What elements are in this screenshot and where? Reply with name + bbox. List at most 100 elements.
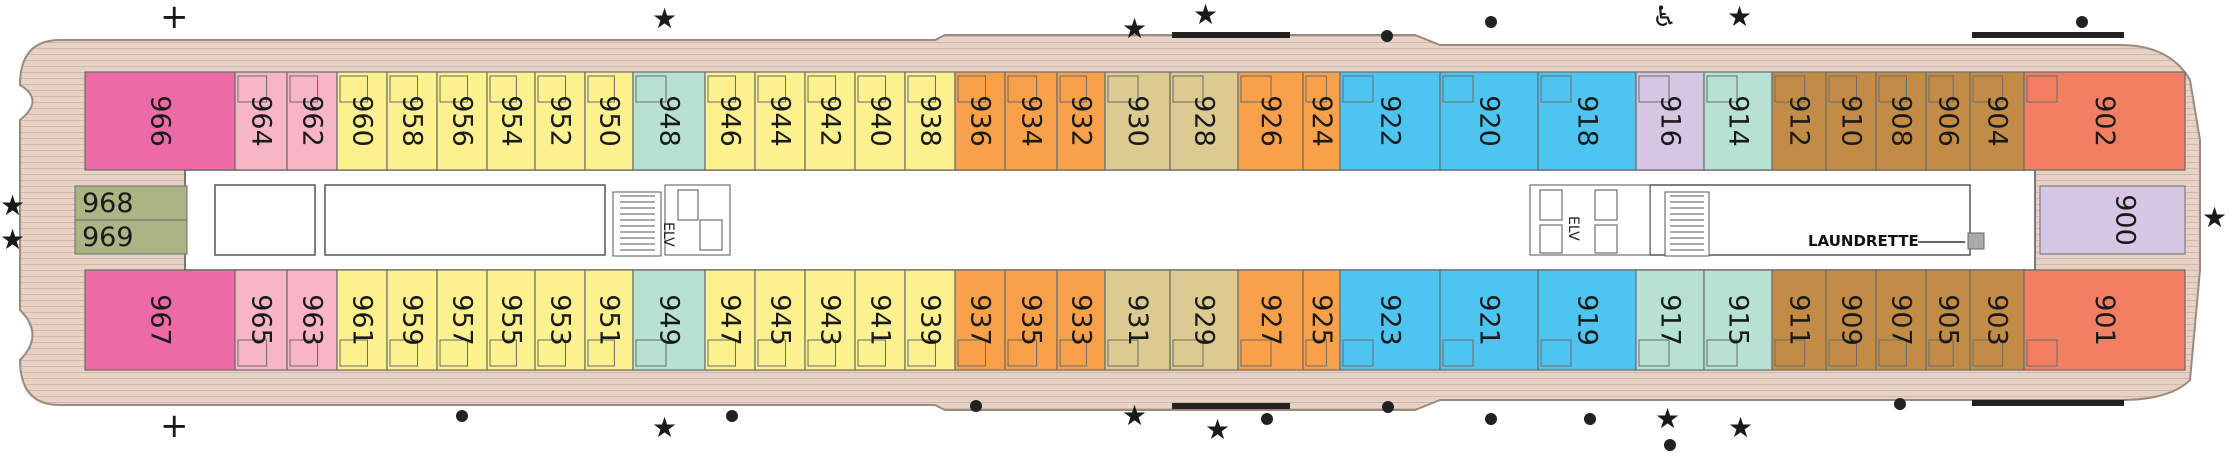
- cabin-944[interactable]: 944: [754, 71, 806, 171]
- cabin-928[interactable]: 928: [1169, 71, 1239, 171]
- plus-icon: +: [160, 0, 189, 37]
- cabin-925[interactable]: 925: [1302, 269, 1341, 371]
- cabin-957[interactable]: 957: [436, 269, 488, 371]
- cabin-927[interactable]: 927: [1237, 269, 1304, 371]
- dot-icon: [2076, 16, 2088, 28]
- cabin-916[interactable]: 916: [1635, 71, 1705, 171]
- cabin-923[interactable]: 923: [1339, 269, 1441, 371]
- cabin-908[interactable]: 908: [1875, 71, 1927, 171]
- cabin-935[interactable]: 935: [1004, 269, 1058, 371]
- cabin-911[interactable]: 911: [1771, 269, 1827, 371]
- cabin-965[interactable]: 965: [234, 269, 288, 371]
- cabin-951[interactable]: 951: [584, 269, 634, 371]
- cabin-924[interactable]: 924: [1302, 71, 1341, 171]
- cabin-number: 958: [397, 95, 428, 147]
- cabin-955[interactable]: 955: [486, 269, 536, 371]
- cabin-949[interactable]: 949: [632, 269, 706, 371]
- cabin-946[interactable]: 946: [704, 71, 756, 171]
- cabin-953[interactable]: 953: [534, 269, 586, 371]
- cabin-number: 939: [915, 294, 946, 346]
- cabin-area: [336, 71, 388, 171]
- cabin-945[interactable]: 945: [754, 269, 806, 371]
- cabin-969[interactable]: 969: [74, 219, 188, 255]
- cabin-964[interactable]: 964: [234, 71, 288, 171]
- cabin-number: 964: [246, 95, 277, 147]
- cabin-901[interactable]: 901: [2023, 269, 2186, 371]
- cabin-956[interactable]: 956: [436, 71, 488, 171]
- cabin-940[interactable]: 940: [854, 71, 906, 171]
- cabin-938[interactable]: 938: [904, 71, 956, 171]
- cabin-960[interactable]: 960: [336, 71, 388, 171]
- cabin-bath: [1774, 75, 1806, 103]
- cabin-bath: [1828, 339, 1857, 367]
- cabin-958[interactable]: 958: [386, 71, 438, 171]
- cabin-959[interactable]: 959: [386, 269, 438, 371]
- cabin-919[interactable]: 919: [1537, 269, 1637, 371]
- cabin-968[interactable]: 968: [74, 185, 188, 221]
- cabin-909[interactable]: 909: [1825, 269, 1877, 371]
- cabin-912[interactable]: 912: [1771, 71, 1827, 171]
- cabin-966[interactable]: 966: [84, 71, 236, 171]
- cabin-area: [2023, 71, 2186, 171]
- cabin-bath: [537, 339, 566, 367]
- cabin-907[interactable]: 907: [1875, 269, 1927, 371]
- cabin-area: [84, 71, 236, 171]
- cabin-number: 961: [347, 294, 378, 346]
- cabin-area: [1925, 71, 1971, 171]
- cabin-900[interactable]: 900: [2039, 185, 2186, 255]
- cabin-948[interactable]: 948: [632, 71, 706, 171]
- cabin-962[interactable]: 962: [286, 71, 338, 171]
- dot-icon: [1894, 398, 1906, 410]
- cabin-941[interactable]: 941: [854, 269, 906, 371]
- cabin-area: [1925, 269, 1971, 371]
- marker-line: [1972, 400, 2124, 406]
- dot-icon: [1381, 30, 1393, 42]
- cabin-926[interactable]: 926: [1237, 71, 1304, 171]
- cabin-931[interactable]: 931: [1104, 269, 1171, 371]
- cabin-939[interactable]: 939: [904, 269, 956, 371]
- cabin-917[interactable]: 917: [1635, 269, 1705, 371]
- cabin-947[interactable]: 947: [704, 269, 756, 371]
- dot-icon: [1261, 413, 1273, 425]
- cabin-906[interactable]: 906: [1925, 71, 1971, 171]
- dot-icon: [1485, 16, 1497, 28]
- dot-icon: [1382, 401, 1394, 413]
- cabin-905[interactable]: 905: [1925, 269, 1971, 371]
- cabin-963[interactable]: 963: [286, 269, 338, 371]
- cabin-921[interactable]: 921: [1439, 269, 1539, 371]
- cabin-952[interactable]: 952: [534, 71, 586, 171]
- star-icon: ★: [1655, 402, 1680, 435]
- cabin-934[interactable]: 934: [1004, 71, 1058, 171]
- cabin-902[interactable]: 902: [2023, 71, 2186, 171]
- marker-line: [1172, 32, 1290, 38]
- cabin-961[interactable]: 961: [336, 269, 388, 371]
- cabin-932[interactable]: 932: [1056, 71, 1106, 171]
- cabin-number: 903: [1982, 294, 2013, 346]
- cabin-920[interactable]: 920: [1439, 71, 1539, 171]
- cabin-943[interactable]: 943: [804, 269, 856, 371]
- cabin-number: 905: [1933, 294, 1964, 346]
- cabin-area: [754, 269, 806, 371]
- cabin-942[interactable]: 942: [804, 71, 856, 171]
- cabin-933[interactable]: 933: [1056, 269, 1106, 371]
- cabin-918[interactable]: 918: [1537, 71, 1637, 171]
- cabin-954[interactable]: 954: [486, 71, 536, 171]
- cabin-903[interactable]: 903: [1969, 269, 2025, 371]
- cabin-number: 960: [347, 95, 378, 147]
- cabin-914[interactable]: 914: [1703, 71, 1773, 171]
- cabin-937[interactable]: 937: [954, 269, 1006, 371]
- cabin-929[interactable]: 929: [1169, 269, 1239, 371]
- cabin-922[interactable]: 922: [1339, 71, 1441, 171]
- cabin-910[interactable]: 910: [1825, 71, 1877, 171]
- cabin-number: 908: [1886, 95, 1917, 147]
- cabin-936[interactable]: 936: [954, 71, 1006, 171]
- cabin-904[interactable]: 904: [1969, 71, 2025, 171]
- cabin-967[interactable]: 967: [84, 269, 236, 371]
- cabin-area: [1771, 71, 1827, 171]
- cabin-950[interactable]: 950: [584, 71, 634, 171]
- cabin-number: 952: [545, 95, 576, 147]
- cabin-930[interactable]: 930: [1104, 71, 1171, 171]
- cabin-915[interactable]: 915: [1703, 269, 1773, 371]
- cabin-number: 955: [496, 294, 527, 346]
- cabin-area: [1339, 269, 1441, 371]
